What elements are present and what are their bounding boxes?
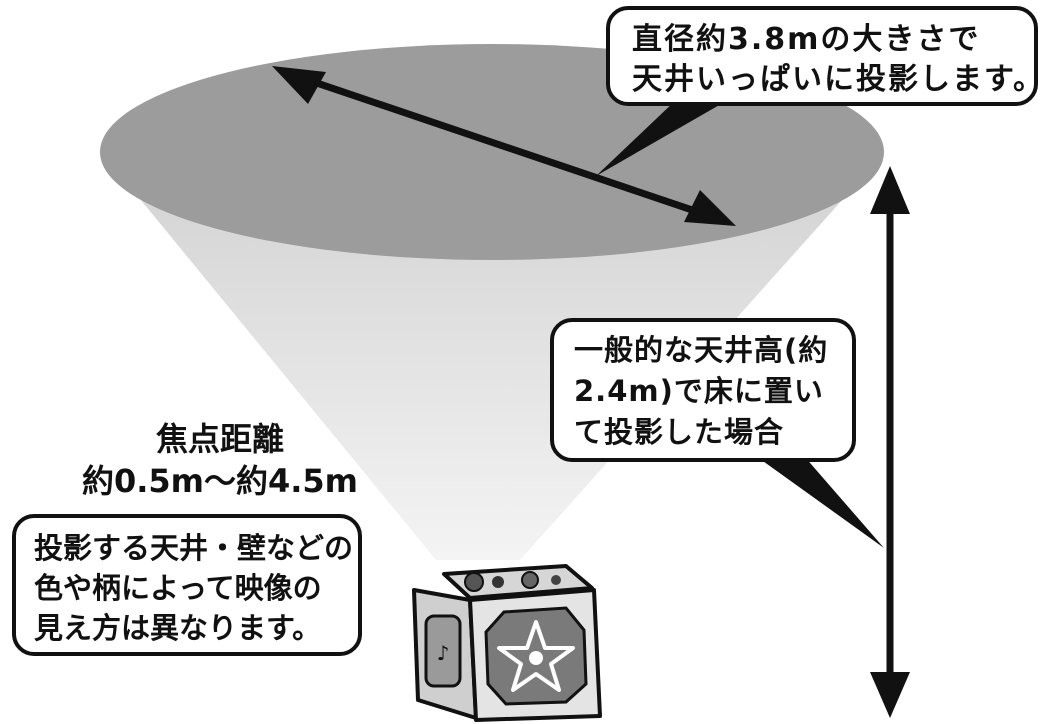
projection-beam: [108, 160, 878, 560]
surface-note-callout: 投影する天井・壁などの 色や柄によって映像の 見え方は異なります。: [12, 514, 362, 656]
focal-distance-range: 約0.5m〜約4.5m: [81, 462, 359, 500]
diameter-callout-line-1: 直径約3.8mの大きさで: [632, 22, 981, 57]
focal-distance-title: 焦点距離: [155, 420, 284, 458]
surface-note-line-3: 見え方は異なります。: [34, 611, 322, 645]
diameter-arrow: [272, 66, 736, 226]
ceiling-height-callout-line-1: 一般的な天井高(約: [574, 333, 829, 367]
ceiling-height-callout-line-3: て投影した場合: [574, 415, 785, 449]
ceiling-height-callout-line-2: 2.4m)で床に置い: [574, 374, 824, 408]
surface-note-line-1: 投影する天井・壁などの: [34, 531, 354, 565]
height-arrow: [870, 166, 910, 718]
star-icon: [497, 620, 575, 692]
diameter-callout-pointer: [596, 100, 728, 176]
focal-distance-label: 焦点距離 約0.5m〜約4.5m: [20, 418, 420, 502]
ceiling-height-callout: 一般的な天井高(約 2.4m)で床に置い て投影した場合: [550, 318, 856, 462]
height-callout-pointer: [756, 456, 884, 548]
diameter-callout: 直径約3.8mの大きさで 天井いっぱいに投影します。: [606, 6, 1045, 106]
surface-note-line-2: 色や柄によって映像の: [34, 571, 322, 605]
cube-projector-icon: ♪: [412, 564, 602, 722]
svg-text:♪: ♪: [437, 641, 450, 665]
diameter-callout-line-2: 天井いっぱいに投影します。: [632, 62, 1045, 97]
